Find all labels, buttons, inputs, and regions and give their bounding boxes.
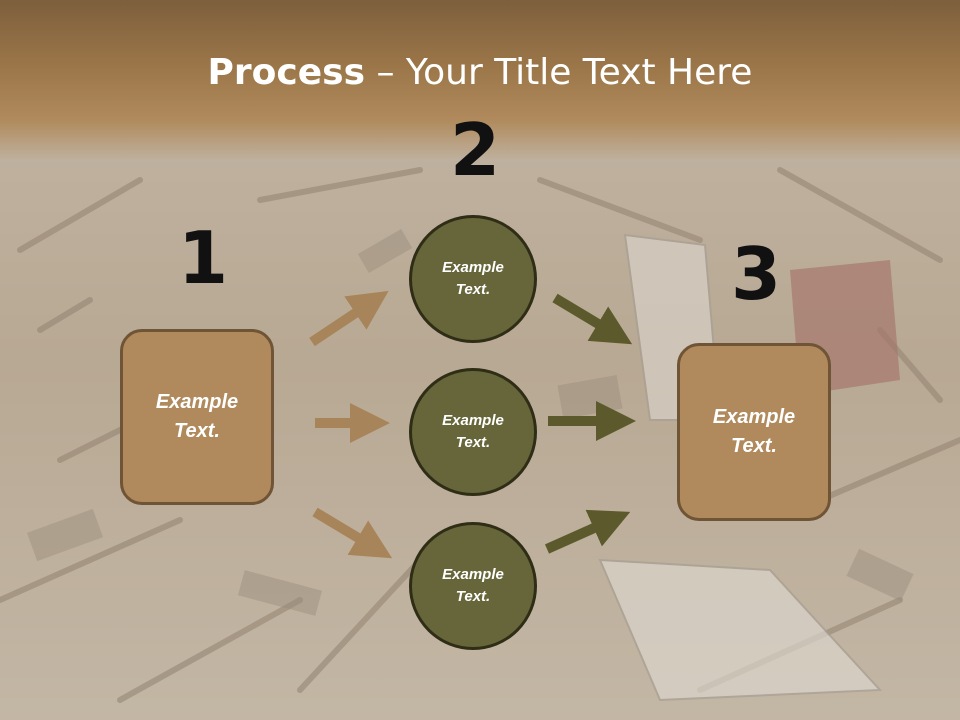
step-box-1: Example Text. <box>120 329 274 505</box>
step-box-1-line2: Text. <box>174 420 220 442</box>
step-number-1: 1 <box>178 216 229 300</box>
arrow-circle-bottom-to-box3 <box>544 509 631 554</box>
circle-bottom-line2: Text. <box>455 588 491 605</box>
title-bold: Process <box>207 52 366 93</box>
step-box-3-line1: Example <box>712 406 796 428</box>
step-circle-bottom: Example Text. <box>409 522 537 650</box>
title-rest: – Your Title Text Here <box>365 52 753 93</box>
arrow-circle-top-to-box3 <box>552 293 633 345</box>
circle-middle-line1: Example <box>442 411 504 429</box>
step-number-2: 2 <box>450 108 501 192</box>
circle-top-line1: Example <box>442 258 504 276</box>
step-circle-middle: Example Text. <box>409 368 537 496</box>
page-title: Process – Your Title Text Here <box>0 52 960 93</box>
step-box-3-line2: Text. <box>731 435 777 457</box>
arrow-box1-to-circle-top <box>309 290 389 347</box>
arrow-box1-to-circle-bottom <box>312 507 393 559</box>
step-box-3: Example Text. <box>677 343 831 521</box>
circle-bottom-line1: Example <box>442 565 504 583</box>
step-number-3: 3 <box>731 232 782 316</box>
title-banner <box>0 0 960 160</box>
circle-top-line2: Text. <box>455 281 491 298</box>
step-circle-top: Example Text. <box>409 215 537 343</box>
circle-middle-line2: Text. <box>455 434 491 451</box>
step-box-1-line1: Example <box>155 391 239 413</box>
